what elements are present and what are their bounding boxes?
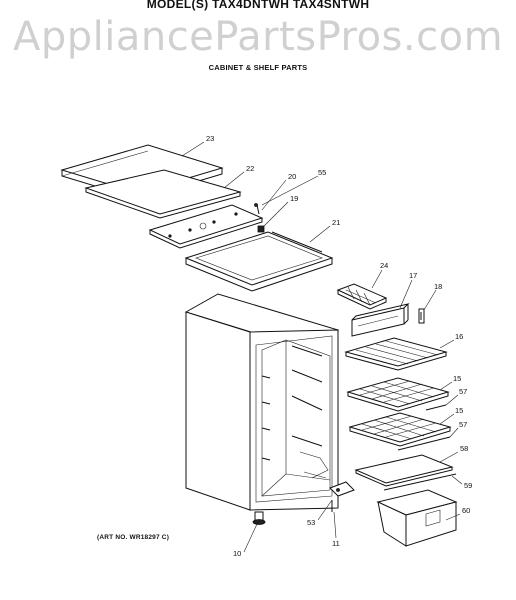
callout-58: 58 <box>460 444 468 453</box>
part-20-hinge-panel <box>148 204 264 249</box>
part-15-wire-shelf-lower <box>348 412 452 447</box>
part-55-screw <box>254 203 260 215</box>
callout-15-upper: 15 <box>453 374 461 383</box>
part-57-shelf-support-lower <box>397 436 451 451</box>
callout-labels: 23 22 20 55 19 21 24 17 18 16 15 57 15 5… <box>206 134 472 558</box>
part-58-crisper-cover <box>354 454 454 487</box>
callout-18: 18 <box>434 282 442 291</box>
art-number-note: (ART NO. WR18297 C) <box>97 534 170 541</box>
callout-59: 59 <box>464 481 472 490</box>
part-10-leveling-leg <box>252 511 266 525</box>
part-16-wire-shelf <box>344 337 448 371</box>
callout-19: 19 <box>290 194 298 203</box>
callout-53: 53 <box>307 518 315 527</box>
part-53-bottom-hinge <box>329 481 355 497</box>
model-title: MODEL(S) TAX4DNTWH TAX4SNTWH <box>146 0 370 11</box>
callout-22: 22 <box>246 164 254 173</box>
callout-11: 11 <box>332 539 340 548</box>
section-title: CABINET & SHELF PARTS <box>208 63 308 72</box>
leader-lines <box>181 141 463 553</box>
callout-15-lower: 15 <box>455 406 463 415</box>
part-24-ice-tray <box>336 283 388 310</box>
callout-16: 16 <box>455 332 463 341</box>
callout-17: 17 <box>409 271 417 280</box>
callout-23: 23 <box>206 134 214 143</box>
callout-57-lower: 57 <box>459 420 467 429</box>
callout-10: 10 <box>233 549 241 558</box>
callout-57-upper: 57 <box>459 387 467 396</box>
part-17-freezer-door <box>351 303 410 337</box>
part-57-shelf-support-upper <box>425 404 447 411</box>
part-18-door-hinge <box>418 308 425 324</box>
callout-20: 20 <box>288 172 296 181</box>
callout-24: 24 <box>380 261 388 270</box>
callout-55: 55 <box>318 168 326 177</box>
cabinet-body <box>184 293 340 511</box>
callout-60: 60 <box>462 506 470 515</box>
part-15-wire-shelf-upper <box>346 377 450 412</box>
part-59-cover-strip <box>383 473 457 491</box>
callout-21: 21 <box>332 218 340 227</box>
part-60-crisper-drawer <box>376 489 458 547</box>
part-22-top-panel <box>84 169 242 219</box>
part-21-top-frame <box>184 231 334 292</box>
part-19-hinge-pin <box>257 225 265 233</box>
